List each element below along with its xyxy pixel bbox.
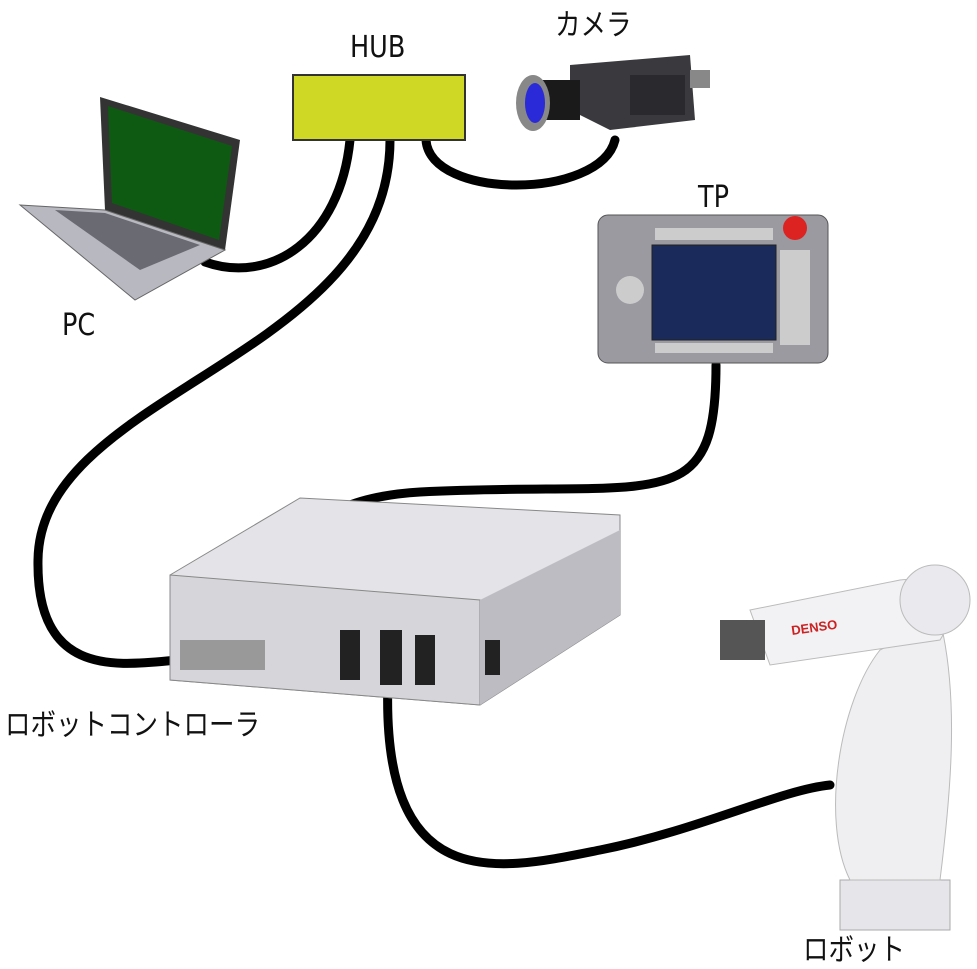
cable-hub-camera: [421, 135, 620, 190]
tp-label: TP: [698, 180, 729, 215]
cable-controller-robot: [383, 675, 835, 869]
hub-label: HUB: [350, 30, 406, 65]
robot-label: ロボット: [803, 933, 905, 968]
robot-logo: DENSO: [790, 617, 838, 638]
controller-label: ロボットコントローラ: [5, 708, 260, 743]
camera: [516, 55, 710, 131]
cable-pc-hub: [200, 135, 355, 273]
robot-controller: [169, 497, 621, 706]
teach-pendant: [597, 214, 829, 364]
laptop-pc: [18, 97, 240, 301]
camera-label: カメラ: [555, 8, 632, 43]
cable-hub-controller: [33, 135, 395, 668]
robot-arm: DENSO: [720, 564, 971, 931]
pc-label: PC: [62, 308, 96, 343]
hub-box: [292, 74, 466, 141]
